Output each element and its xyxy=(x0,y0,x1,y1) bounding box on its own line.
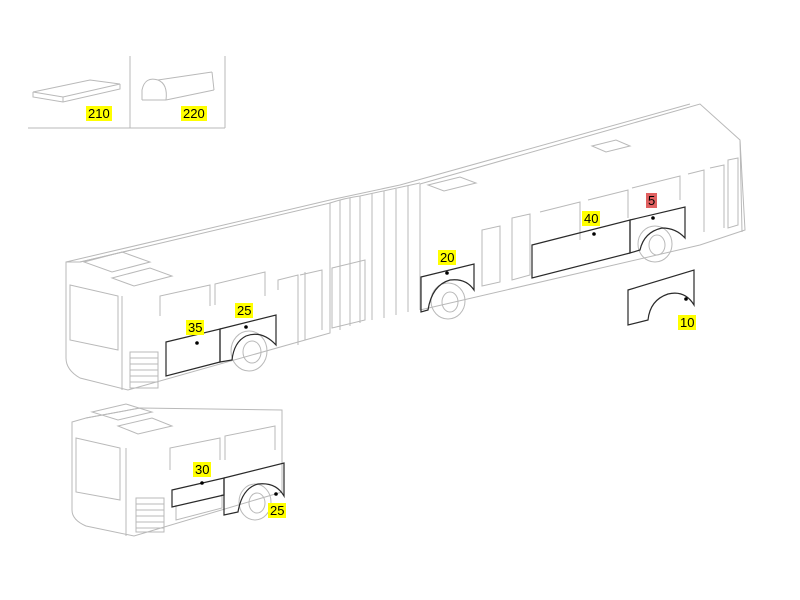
part-label-25-small[interactable]: 25 xyxy=(268,503,287,518)
articulation-bellows xyxy=(329,182,421,330)
panel-35[interactable] xyxy=(165,328,221,377)
part-label-10[interactable]: 10 xyxy=(678,315,697,330)
panel-10[interactable] xyxy=(627,269,695,326)
panel-25-small[interactable] xyxy=(223,462,285,516)
front-grille xyxy=(129,351,159,389)
part-label-20[interactable]: 20 xyxy=(438,250,457,265)
middle-wheel xyxy=(430,282,466,320)
flat-strip-profile xyxy=(32,79,121,103)
front-wheel xyxy=(230,330,268,372)
short-bus xyxy=(71,403,285,537)
panel-20[interactable] xyxy=(420,263,475,313)
part-label-5[interactable]: 5 xyxy=(646,193,658,208)
part-label-30[interactable]: 30 xyxy=(193,462,212,477)
part-label-220[interactable]: 220 xyxy=(181,106,207,121)
part-label-35[interactable]: 35 xyxy=(186,320,205,335)
rear-wheel xyxy=(637,225,673,263)
part-label-25-main[interactable]: 25 xyxy=(235,303,254,318)
part-label-40[interactable]: 40 xyxy=(582,211,601,226)
panel-5[interactable] xyxy=(629,206,686,254)
part-label-210[interactable]: 210 xyxy=(86,106,112,121)
small-bus-grille xyxy=(135,497,165,533)
small-bus-wheel xyxy=(238,483,272,521)
panel-30[interactable] xyxy=(171,477,225,508)
profile-inset xyxy=(28,56,226,129)
panel-25-main[interactable] xyxy=(219,314,277,363)
panel-40[interactable] xyxy=(531,219,631,279)
articulated-bus xyxy=(65,103,746,391)
rounded-strip-profile xyxy=(141,71,215,101)
